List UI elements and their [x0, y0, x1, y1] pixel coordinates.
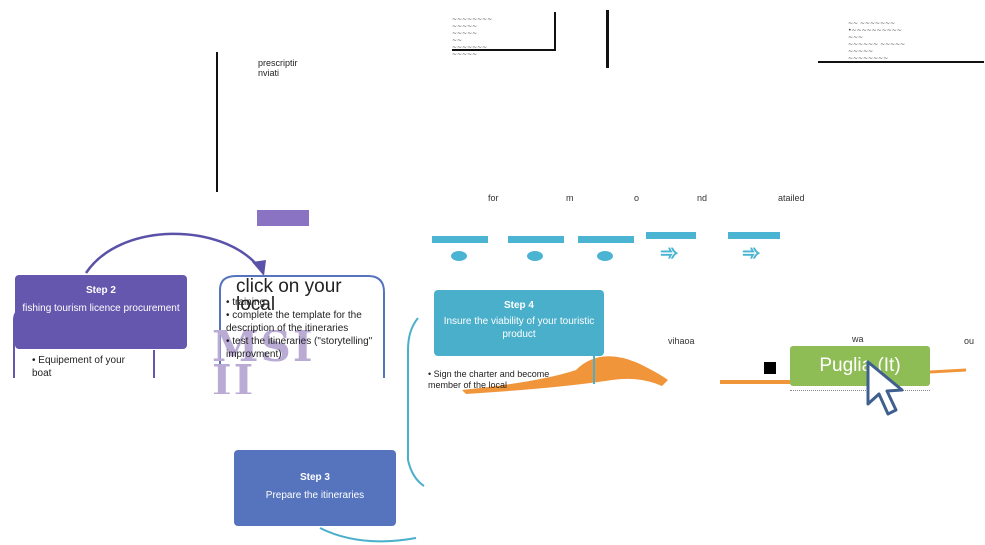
cyan-bar	[508, 236, 564, 243]
prescription-fragment-2: nviati	[258, 68, 280, 78]
note-line: ~~~~~	[452, 51, 478, 58]
cyan-dot	[527, 251, 543, 261]
top-word: m	[566, 193, 574, 203]
step4-bullet: Sign the charter and become member of th…	[428, 369, 578, 391]
panel-bullets: training complete the template for the d…	[226, 296, 374, 361]
step2-subtitle: fishing tourism licence procurement	[22, 303, 180, 314]
cyan-dot	[597, 251, 613, 261]
note-line: ~~~~~~ ~~~~~	[848, 41, 906, 48]
bracket-line	[452, 49, 556, 51]
step2-bullets: Equipement of your boat	[32, 354, 132, 380]
cyan-hook-icon: ➾	[742, 240, 761, 265]
top-word: for	[488, 193, 499, 203]
step3-bottom-curve	[319, 527, 417, 543]
cyan-bar	[728, 232, 780, 239]
purple-tab	[257, 210, 309, 226]
top-right-note: ~~ ~~~~~~~ •~~~~~~~~~~ ~~~ ~~~~~~ ~~~~~ …	[848, 20, 905, 62]
cyan-bar	[432, 236, 488, 243]
step3-title: Step 3	[299, 472, 330, 483]
mid-word: ou	[964, 336, 975, 346]
cursor-arrow-icon	[866, 360, 904, 416]
cyan-bar	[578, 236, 634, 243]
step2-title: Step 2	[85, 285, 116, 296]
step3-box[interactable]: Step 3 Prepare the itineraries	[234, 450, 396, 526]
puglia-button[interactable]: Puglia (It)	[790, 346, 930, 386]
step4-box[interactable]: Step 4 Insure the viability of your tour…	[434, 290, 604, 356]
mid-word: wa	[852, 334, 864, 344]
mid-word: vihaoa	[668, 336, 695, 346]
note-line: ~~~~~	[452, 30, 478, 37]
puglia-underline	[790, 390, 930, 391]
step2-bullet: Equipement of your boat	[32, 354, 132, 380]
cyan-dot	[451, 251, 467, 261]
divider-line-center	[606, 10, 609, 68]
note-line: ~~	[452, 37, 463, 44]
panel-bullet: training	[226, 296, 374, 309]
step4-bullets: Sign the charter and become member of th…	[428, 369, 578, 391]
cyan-hook-icon: ➾	[660, 240, 679, 265]
step4-subtitle: Insure the viability of your touristic p…	[443, 316, 595, 340]
prescription-fragment-1: prescriptir	[258, 58, 298, 68]
divider-line-left	[216, 52, 218, 192]
note-line: ~~~~~	[848, 48, 874, 55]
arc-arrowhead-icon	[252, 260, 266, 276]
orange-line-right	[929, 368, 967, 374]
note-line: ~~~~~~~~	[848, 55, 889, 62]
panel-bullet: complete the template for the descriptio…	[226, 309, 374, 335]
top-center-note: ~~~~~~~~ ~~~~~ ~~~~~ ~~ ~~~~~~~ ~~~~~	[452, 16, 492, 58]
note-line: ~~~~~	[452, 23, 478, 30]
step3-left-curve	[407, 317, 425, 487]
note-line: ~~ ~~~~~~~	[848, 20, 896, 27]
note-line: •~~~~~~~~~~	[848, 27, 902, 34]
note-line: ~~~~~~~	[452, 44, 488, 51]
note-line: ~~~~~~~~	[452, 16, 493, 23]
arc-arrow-step2-to-panel	[84, 232, 259, 274]
top-word: atailed	[778, 193, 805, 203]
cyan-bar	[646, 232, 696, 239]
panel-bullet: test the itineraries ("storytelling" imp…	[226, 335, 374, 361]
top-word: nd	[697, 193, 708, 203]
top-word: o	[634, 193, 640, 203]
step4-title: Step 4	[503, 300, 534, 311]
bracket-line	[554, 12, 556, 50]
underline-right	[818, 61, 984, 63]
step2-box[interactable]: Step 2 fishing tourism licence procureme…	[15, 275, 187, 349]
black-marker	[764, 362, 776, 374]
note-line: ~~~	[848, 34, 864, 41]
step3-subtitle: Prepare the itineraries	[265, 490, 365, 501]
panel-outline	[219, 275, 385, 378]
